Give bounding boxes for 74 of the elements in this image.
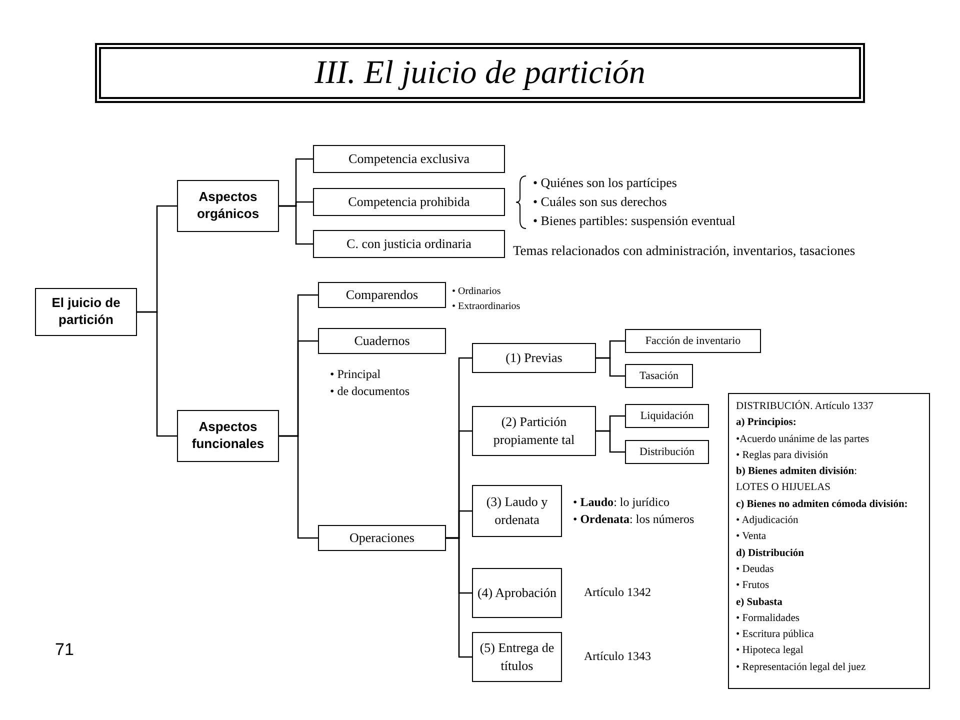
side-note: • Bienes partibles: suspensión eventual [533,212,736,230]
process-box [625,404,709,428]
box-text: DISTRIBUCIÓN. Artículo 1337 [736,399,874,414]
side-note: Artículo 1342 [584,584,651,601]
process-box [472,632,562,682]
process-box [318,525,446,551]
box-text: Distribución [640,444,694,460]
box-text: • Formalidades [736,612,800,626]
process-box [313,230,505,258]
box-text: Competencia exclusiva [348,150,470,168]
box-text: e) Subasta [736,596,782,610]
box-text: (1) Previas [506,349,562,367]
process-box [625,364,693,388]
side-note: • Ordenata: los números [573,511,694,528]
box-text: (4) Aprobación [477,584,557,602]
box-text: El juicio de partición [50,295,122,329]
box-text: • Representación legal del juez [736,660,866,675]
side-note: • Cuáles son sus derechos [533,192,667,211]
box-text: • Escritura pública [736,628,814,642]
box-text: • Hipoteca legal [736,644,804,658]
process-box [177,180,279,232]
side-note: Artículo 1343 [584,648,651,665]
process-box [313,145,505,173]
box-text: b) Bienes admiten división: [736,465,858,480]
box-text: Comparendos [346,286,418,304]
info-panel [728,393,930,689]
side-note: Temas relacionados con administración, inventarios, tasaciones [513,242,856,260]
process-box [318,282,446,308]
side-note: • de documentos [330,383,410,400]
box-text: Liquidación [640,408,694,424]
process-box [472,485,562,537]
box-text: a) Principios: [736,416,796,430]
box-text: Cuadernos [354,332,410,350]
box-text: • Frutos [736,579,770,594]
process-box [177,410,279,462]
box-text: • Deudas [736,562,774,577]
title-banner: III. El juicio de partición [95,43,865,103]
box-text: Facción de inventario [645,334,741,348]
connector-line [596,357,625,377]
box-text: C. con justicia ordinaria [346,235,472,253]
process-box [625,329,761,353]
box-text: Tasación [640,368,678,384]
side-note: • Laudo: lo jurídico [573,494,670,511]
box-text: c) Bienes no admiten cómoda división: [736,498,908,512]
side-note: • Ordinarios [452,285,501,299]
box-text: (5) Entrega de títulos [478,639,556,675]
box-text: • Adjudicación [736,514,798,528]
box-text: Aspectos orgánicos [196,189,260,223]
process-box [472,568,562,618]
box-text: • Venta [736,530,766,544]
box-text: LOTES O HIJUELAS [736,481,830,496]
connector-line [596,430,625,453]
page-number: 71 [55,640,74,660]
process-box [35,288,137,336]
box-text: Competencia prohibida [348,193,470,211]
process-box [313,188,505,216]
box-text: (3) Laudo y ordenata [485,493,549,529]
box-text: Aspectos funcionales [190,419,266,453]
process-box [472,343,596,373]
box-text: •Acuerdo unánime de las partes [736,432,870,447]
process-box [318,328,446,354]
connector-line [446,537,472,658]
connector-line [137,311,177,437]
process-box [472,406,596,456]
box-text: • Reglas para división [736,448,828,463]
box-text: Operaciones [350,529,414,547]
connector-line [279,205,313,245]
process-box [625,440,709,464]
side-note: • Extraordinarios [452,300,520,314]
connector-line [279,435,318,539]
box-text: (2) Partición propiamente tal [492,413,576,449]
side-note: • Principal [330,366,381,383]
box-text: d) Distribución [736,546,804,561]
side-note: • Quiénes son los partícipes [533,174,677,192]
